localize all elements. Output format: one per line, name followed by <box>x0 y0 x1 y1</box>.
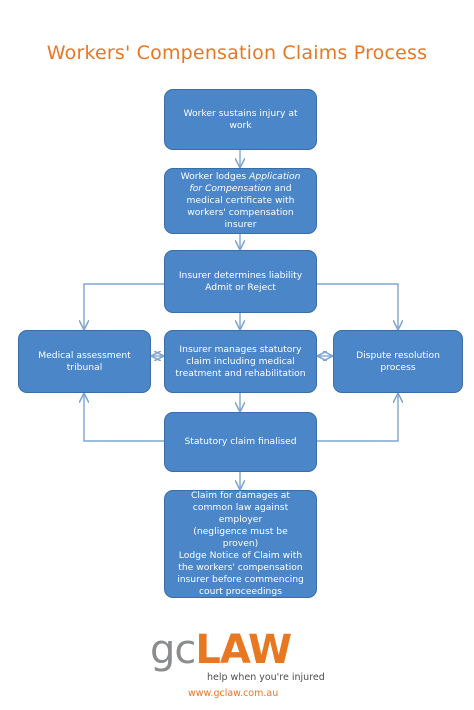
step-liability-line1: Insurer determines liability <box>178 269 303 281</box>
step-lodge-suffix: and medical certificate with workers' co… <box>186 183 295 230</box>
step-liability: Insurer determines liability Admit or Re… <box>164 250 317 313</box>
step-medical-tribunal: Medical assessment tribunal <box>18 330 151 393</box>
step-medical-tribunal-text: Medical assessment tribunal <box>38 349 131 373</box>
logo-gc: gc <box>150 627 196 673</box>
step-dispute: Dispute resolution process <box>333 330 463 393</box>
page-title: Workers' Compensation Claims Process <box>46 42 428 64</box>
arrow-liability-to-tribunal <box>84 283 164 329</box>
step-dispute-text: Dispute resolution process <box>356 349 440 373</box>
step-lodge-text: Worker lodges Application for Compensati… <box>173 171 308 231</box>
step-finalised-text: Statutory claim finalised <box>184 436 297 447</box>
step-manage-text: Insurer manages statutory claim includin… <box>175 343 306 379</box>
step-liability-line2: Admit or Reject <box>205 281 276 293</box>
arrow-finalised-to-tribunal <box>84 394 164 442</box>
step-finalised: Statutory claim finalised <box>164 412 317 472</box>
step-injury-text: Worker sustains injury at work <box>183 107 298 131</box>
logo-tagline: help when you're injured <box>207 672 325 683</box>
step-lodge-form-name: Application for Compensation <box>189 171 301 194</box>
logo-law: LAW <box>195 627 292 673</box>
step-injury: Worker sustains injury at work <box>164 89 317 150</box>
step-damages: Claim for damages at common law against … <box>164 490 317 598</box>
step-damages-line2: (negligence must be proven) <box>193 526 288 549</box>
arrow-liability-to-dispute <box>317 283 398 329</box>
step-damages-line3: Lodge Notice of Claim with the workers' … <box>177 550 304 597</box>
arrow-finalised-to-dispute <box>317 394 398 442</box>
logo-url: www.gclaw.com.au <box>188 688 279 699</box>
step-manage: Insurer manages statutory claim includin… <box>164 330 317 393</box>
step-lodge: Worker lodges Application for Compensati… <box>164 168 317 234</box>
gclaw-logo: gcLAW help when you're injured www.gclaw… <box>150 628 340 703</box>
step-lodge-prefix: Worker lodges <box>180 171 247 182</box>
logo-wordmark: gcLAW <box>150 627 292 673</box>
step-damages-line1: Claim for damages at common law against … <box>190 490 291 525</box>
